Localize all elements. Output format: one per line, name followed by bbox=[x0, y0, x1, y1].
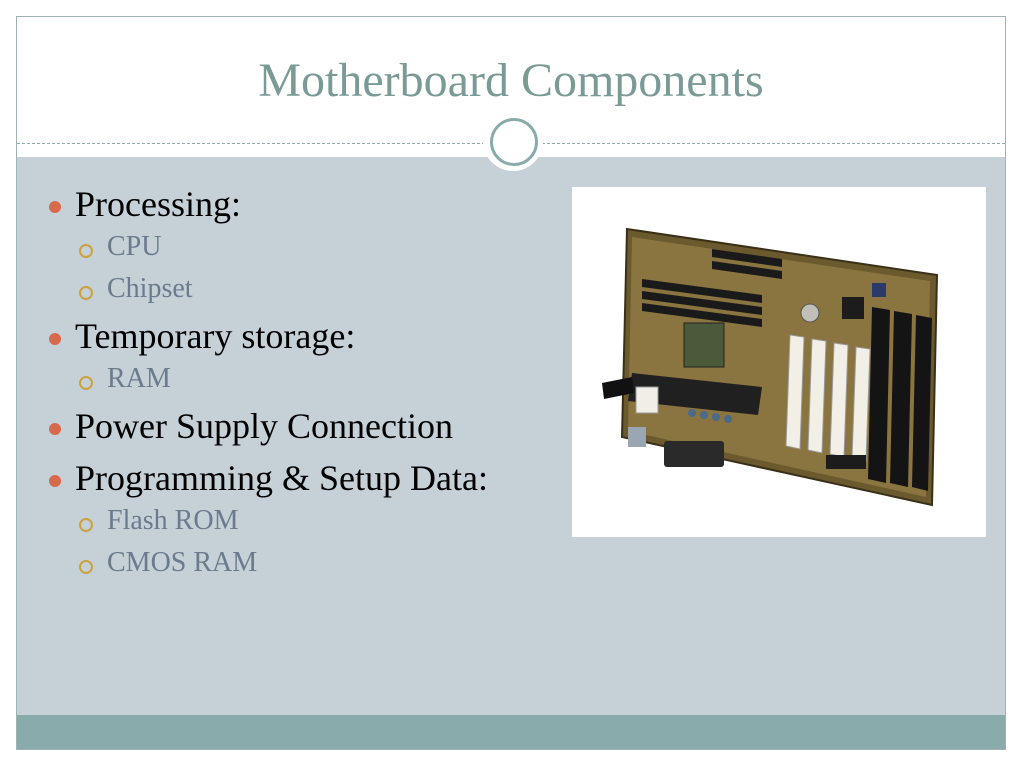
bullet-item: Temporary storage: bbox=[49, 315, 488, 357]
bullet-list: Processing: CPU Chipset Temporary storag… bbox=[49, 183, 488, 579]
footer-bar bbox=[17, 715, 1005, 749]
motherboard-illustration bbox=[602, 227, 939, 507]
sub-bullet-item: CPU bbox=[49, 231, 488, 263]
bullet-item: Programming & Setup Data: bbox=[49, 457, 488, 499]
sub-bullet-item: CMOS RAM bbox=[49, 547, 488, 579]
bullet-item: Power Supply Connection bbox=[49, 405, 488, 447]
motherboard-photo bbox=[572, 187, 986, 537]
ring-icon bbox=[490, 118, 538, 166]
sub-bullet-item: Flash ROM bbox=[49, 505, 488, 537]
slide-title: Motherboard Components bbox=[258, 54, 764, 107]
bullet-item: Processing: bbox=[49, 183, 488, 225]
sub-bullet-item: Chipset bbox=[49, 273, 488, 305]
slide: Motherboard Components Processing: CPU C… bbox=[16, 16, 1006, 750]
sub-bullet-item: RAM bbox=[49, 363, 488, 395]
